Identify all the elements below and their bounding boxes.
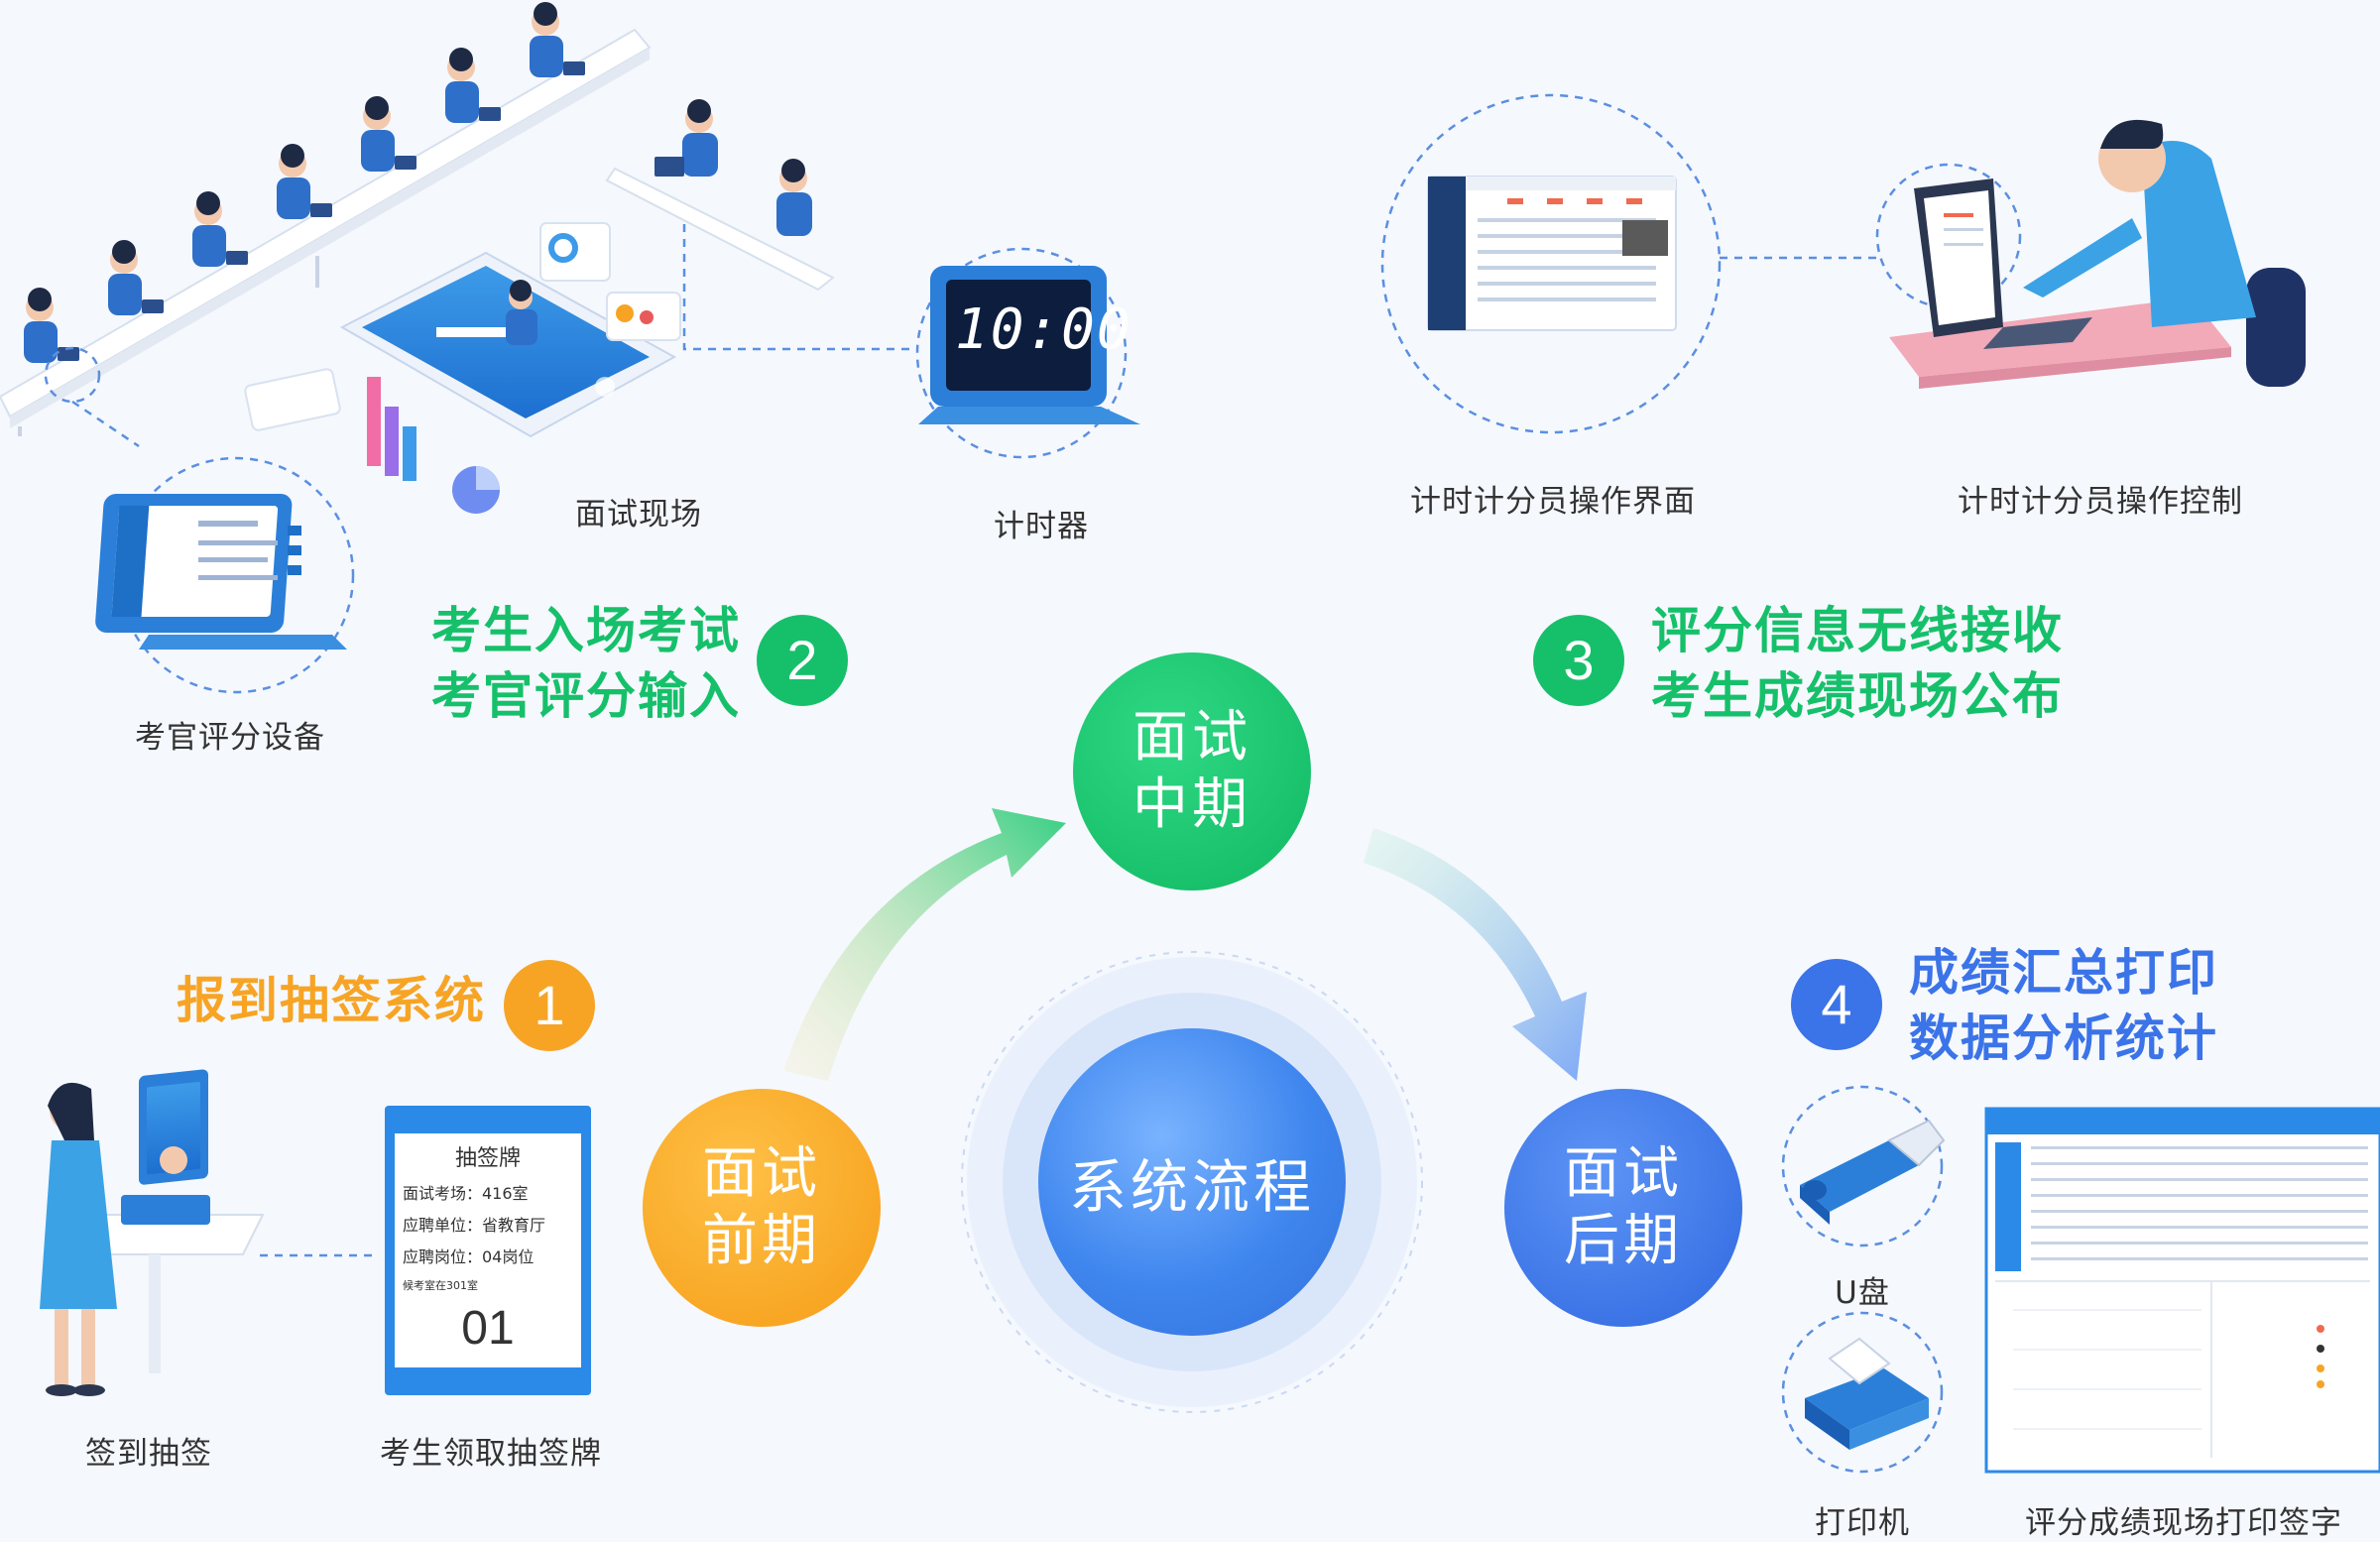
phase-early: 面试前期 <box>643 1089 881 1327</box>
examiner-tablet-illustration <box>95 494 347 650</box>
score-report-illustration <box>1984 1107 2380 1474</box>
phase-late: 面试后期 <box>1504 1089 1742 1327</box>
timer-display: 10:00 <box>955 297 1132 362</box>
step-3-badge: 3 <box>1533 615 1624 706</box>
center-process-title: 系统流程 <box>1038 1028 1346 1336</box>
operator-person-illustration <box>1889 119 2306 389</box>
label-checkin: 签到抽签 <box>85 1436 212 1472</box>
step-3-text: 评分信息无线接收 考生成绩现场公布 <box>1651 602 2064 725</box>
step-1-text: 报到抽签系统 <box>177 972 486 1029</box>
kiosk-illustration <box>40 1069 265 1396</box>
label-print-sign: 评分成绩现场打印签字 <box>2025 1505 2342 1541</box>
lot-card-row: 候考室在301室 <box>403 1279 478 1292</box>
phase-mid: 面试中期 <box>1073 652 1311 890</box>
usb-illustration <box>1800 1119 1946 1225</box>
printer-illustration <box>1805 1337 1929 1450</box>
operator-ui-illustration <box>1427 176 1677 331</box>
label-printer: 打印机 <box>1815 1505 1910 1541</box>
step-4-badge: 4 <box>1791 959 1882 1050</box>
center-halo-ring <box>961 951 1423 1413</box>
label-operator-ui: 计时计分员操作界面 <box>1410 484 1696 520</box>
step-2-text: 考生入场考试 考官评分输入 <box>431 602 741 725</box>
timer-device-illustration <box>918 266 1140 424</box>
label-operator-control: 计时计分员操作控制 <box>1958 484 2243 520</box>
lot-card-number: 01 <box>461 1302 515 1355</box>
label-interview-site: 面试现场 <box>575 497 702 533</box>
label-usb: U盘 <box>1835 1275 1890 1311</box>
lot-card-frame <box>385 1106 591 1395</box>
step-2-badge: 2 <box>757 615 848 706</box>
lot-card-row: 应聘单位：省教育厅 <box>403 1216 546 1235</box>
lot-card-row: 面试考场：416室 <box>403 1184 529 1203</box>
label-take-lot: 考生领取抽签牌 <box>380 1436 602 1472</box>
lot-card-title: 抽签牌 <box>454 1146 521 1171</box>
label-examiner-device: 考官评分设备 <box>135 720 325 756</box>
interview-room-illustration <box>0 2 835 514</box>
label-timer: 计时器 <box>994 509 1089 544</box>
step-4-text: 成绩汇总打印 数据分析统计 <box>1909 944 2218 1067</box>
flow-arrows <box>783 808 1587 1081</box>
step-1-badge: 1 <box>504 960 595 1051</box>
lot-card-row: 应聘岗位：04岗位 <box>403 1247 535 1266</box>
